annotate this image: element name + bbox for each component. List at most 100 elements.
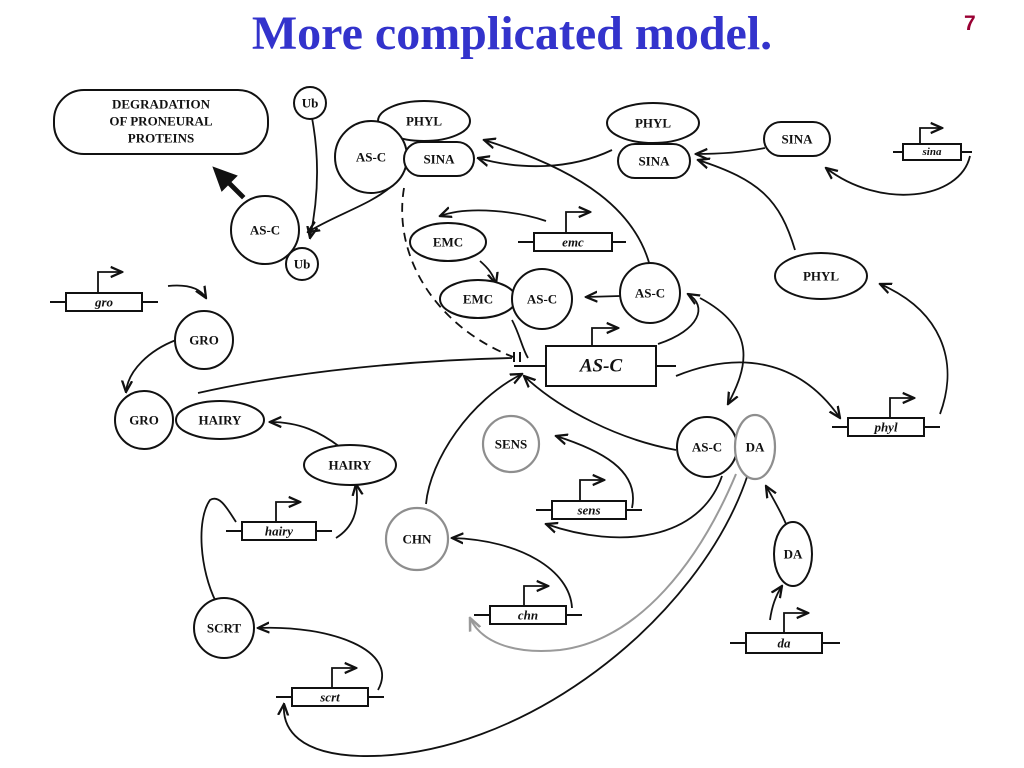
node-degradation: DEGRADATION OF PRONEURAL PROTEINS: [53, 89, 269, 155]
edge-asc-da-to-sens-gene: [546, 475, 723, 539]
edge-phyl-sina-to-complex: [478, 149, 613, 168]
asc-da-asc-label: AS-C: [692, 440, 722, 455]
phyl-sina-phyl-label: PHYL: [635, 116, 671, 131]
node-sens: SENS: [481, 414, 541, 474]
node-chn: CHN: [384, 506, 450, 572]
node-da: DA: [773, 521, 813, 587]
edge-da-gene-to-da: [769, 586, 782, 621]
gene-hairy: hairy: [226, 502, 332, 541]
phyl-sina-sina-label: SINA: [638, 154, 670, 169]
edge-asc-da-to-asc-gene: [524, 376, 677, 451]
gro-label: GRO: [189, 333, 219, 348]
edge-gro-to-gro-hairy: [126, 339, 177, 392]
emc-label: EMC: [433, 235, 463, 250]
edge-scrt-to-hairy-gene: [200, 497, 237, 603]
emc-complex-emc-label: EMC: [463, 292, 493, 307]
gene-da: da: [730, 613, 840, 654]
node-hairy: HAIRY: [303, 444, 397, 486]
node-emc: EMC: [409, 222, 487, 262]
node-sina: SINA: [763, 121, 831, 157]
da-gene-label: da: [778, 636, 792, 651]
edge-sens-gene-to-sens: [556, 436, 634, 509]
edge-chn-gene-to-chn: [452, 538, 573, 609]
degradation-label-line3: PROTEINS: [128, 131, 194, 146]
complex-sina-label: SINA: [423, 152, 455, 167]
hairy-label: HAIRY: [329, 458, 372, 473]
edge-asc-to-phyl-sina-complex: [484, 140, 653, 276]
edge-emc-complex-inhibits-asc-gene: [511, 319, 529, 359]
gene-as-c: AS-C: [513, 328, 676, 387]
node-scrt: SCRT: [193, 597, 255, 659]
emc-complex-asc-label: AS-C: [527, 292, 557, 307]
asc-ub-asc-label: AS-C: [250, 223, 280, 238]
edge-phyl-to-phyl-sina: [698, 160, 796, 251]
slide-title: More complicated model.: [251, 7, 773, 60]
edge-asc-da-to-scrt-gene: [284, 473, 749, 757]
edge-asc-gene-to-asc: [657, 294, 698, 345]
node-asc-da-complex: AS-C DA: [676, 413, 777, 481]
node-phyl-sina-complex: PHYL SINA: [606, 102, 700, 179]
scrt-gene-label: scrt: [319, 690, 340, 705]
node-asc-free: AS-C: [619, 262, 681, 324]
complex-phyl-label: PHYL: [406, 114, 442, 129]
edge-emc-gene-to-emc: [440, 210, 547, 222]
gene-sens: sens: [536, 480, 642, 520]
node-ub-free: Ub: [293, 86, 327, 120]
phyl-label: PHYL: [803, 269, 839, 284]
scrt-label: SCRT: [207, 621, 242, 636]
gene-phyl: phyl: [832, 398, 940, 437]
sina-gene-label: sina: [922, 146, 942, 158]
degradation-label-line1: DEGRADATION: [112, 97, 211, 112]
gene-chn: chn: [474, 586, 582, 625]
edge-chn-to-asc-gene: [425, 374, 522, 505]
asc-free-label: AS-C: [635, 286, 665, 301]
node-gro-hairy-complex: GRO HAIRY: [114, 390, 265, 450]
gene-emc: emc: [518, 212, 626, 252]
edge-phyl-gene-to-phyl: [880, 284, 949, 415]
gro-hairy-gro-label: GRO: [129, 413, 159, 428]
hairy-gene-label: hairy: [265, 524, 293, 539]
edge-asc-to-emc-complex: [586, 296, 621, 297]
edge-hairy-gene-to-hairy: [335, 484, 357, 539]
edge-asc-da-to-chn-gene: [470, 473, 737, 652]
node-asc-ub: AS-C Ub: [230, 195, 319, 281]
chn-gene-label: chn: [518, 608, 538, 623]
sens-label: SENS: [495, 437, 528, 452]
edge-sina-to-phyl-sina: [696, 147, 766, 154]
da-label: DA: [784, 547, 803, 562]
node-phyl-asc-sina-complex: PHYL AS-C SINA: [334, 100, 475, 194]
edge-asc-gene-to-asc-da: [699, 297, 745, 404]
complex-asc-label: AS-C: [356, 150, 386, 165]
asc-da-da-label: DA: [746, 440, 765, 455]
edge-gro-hairy-to-asc-gene: [197, 357, 513, 394]
gene-sina: sina: [893, 128, 972, 161]
gro-gene-label: gro: [94, 295, 114, 310]
asc-gene-label: AS-C: [579, 356, 623, 377]
edge-asc-gene-to-phyl-gene: [675, 361, 840, 418]
degradation-arrow: [212, 166, 246, 200]
emc-gene-label: emc: [562, 235, 584, 250]
edge-da-to-asc-da: [766, 486, 787, 525]
gro-hairy-hairy-label: HAIRY: [199, 413, 242, 428]
edge-gro-gene-to-gro: [167, 284, 206, 299]
chn-label: CHN: [403, 532, 433, 547]
asc-ub-ub-label: Ub: [294, 257, 311, 272]
gene-scrt: scrt: [276, 668, 384, 707]
sina-label: SINA: [781, 132, 813, 147]
node-phyl: PHYL: [774, 252, 868, 300]
edge-scrt-gene-to-scrt: [258, 628, 383, 691]
slide-number: 7: [964, 12, 976, 35]
node-emc-asc-complex: EMC AS-C: [439, 268, 573, 330]
edge-hairy-to-gro-hairy: [270, 422, 341, 448]
edges: [126, 117, 971, 757]
edge-ub-to-asc-ub: [310, 117, 317, 238]
edge-complex-inhibits-asc-gene: [401, 187, 517, 359]
phyl-gene-label: phyl: [873, 420, 898, 435]
degradation-label-line2: OF PRONEURAL: [109, 114, 212, 129]
node-gro: GRO: [174, 310, 234, 370]
sens-gene-label: sens: [576, 503, 600, 518]
ub-label: Ub: [302, 96, 319, 111]
edge-sina-gene-to-sina: [826, 155, 971, 196]
gene-gro: gro: [50, 272, 158, 312]
